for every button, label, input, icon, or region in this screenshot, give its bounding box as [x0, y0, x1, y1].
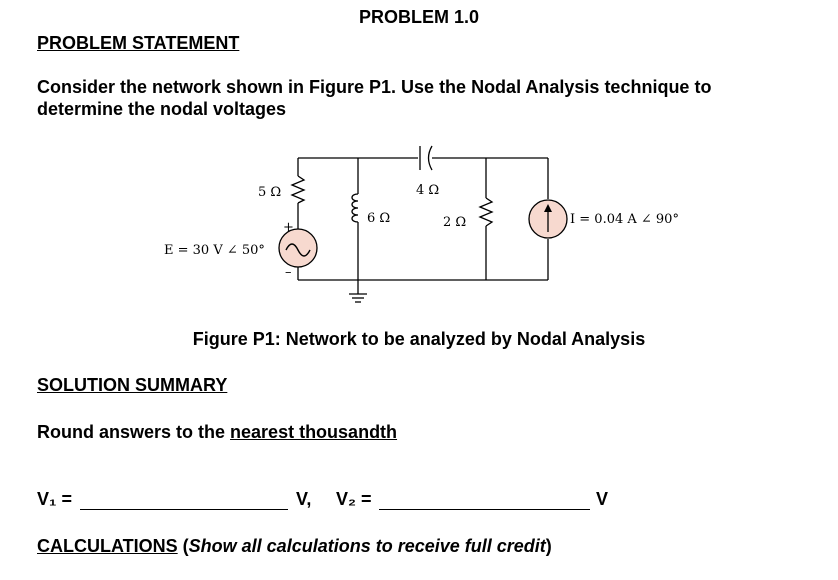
calc-open-paren: (	[177, 536, 189, 556]
round-prefix: Round answers to the	[37, 422, 231, 442]
v1-unit: V,	[296, 489, 312, 509]
current-source	[528, 199, 568, 239]
solution-heading: SOLUTION SUMMARY	[37, 375, 228, 395]
circuit-diagram: 5 Ω 6 Ω 4 Ω 2 Ω + – E = 30 V ∠ 50° I = 0…	[164, 145, 679, 303]
label-source-e: E = 30 V ∠ 50°	[164, 243, 265, 258]
statement-line-2: determine the nodal voltages	[37, 99, 287, 119]
label-l1: 6 Ω	[367, 211, 390, 226]
calc-close-paren: )	[545, 536, 552, 556]
minus-sign: –	[285, 265, 292, 280]
calculations-line: CALCULATIONS (Show all calculations to r…	[37, 536, 552, 557]
calculations-heading: CALCULATIONS	[37, 536, 178, 556]
resistor-2-ohm	[478, 197, 494, 227]
figure-caption: Figure P1: Network to be analyzed by Nod…	[192, 329, 646, 349]
label-c1: 4 Ω	[416, 183, 439, 198]
calculations-note: Show all calculations to receive full cr…	[188, 536, 546, 556]
statement-heading: PROBLEM STATEMENT	[37, 33, 240, 53]
v2-answer-blank[interactable]	[379, 493, 590, 510]
plus-sign: +	[283, 220, 294, 235]
capacitor-plate-right	[427, 145, 433, 171]
voltage-source	[278, 228, 318, 268]
label-source-i: I = 0.04 A ∠ 90°	[570, 212, 679, 227]
round-emphasis: nearest thousandth	[230, 422, 398, 442]
round-instruction: Round answers to the nearest thousandth	[37, 421, 397, 443]
v1-label: V₁ =	[37, 489, 72, 509]
statement-line-1: Consider the network shown in Figure P1.…	[37, 77, 712, 97]
label-r2: 2 Ω	[443, 215, 466, 230]
resistor-5-ohm	[290, 175, 306, 204]
problem-title: PROBLEM 1.0	[358, 7, 480, 27]
inductor-6-ohm	[351, 193, 359, 223]
v2-label: V₂ =	[336, 489, 372, 509]
label-r1: 5 Ω	[258, 185, 281, 200]
v2-unit: V	[596, 489, 609, 509]
v1-answer-blank[interactable]	[80, 493, 288, 510]
